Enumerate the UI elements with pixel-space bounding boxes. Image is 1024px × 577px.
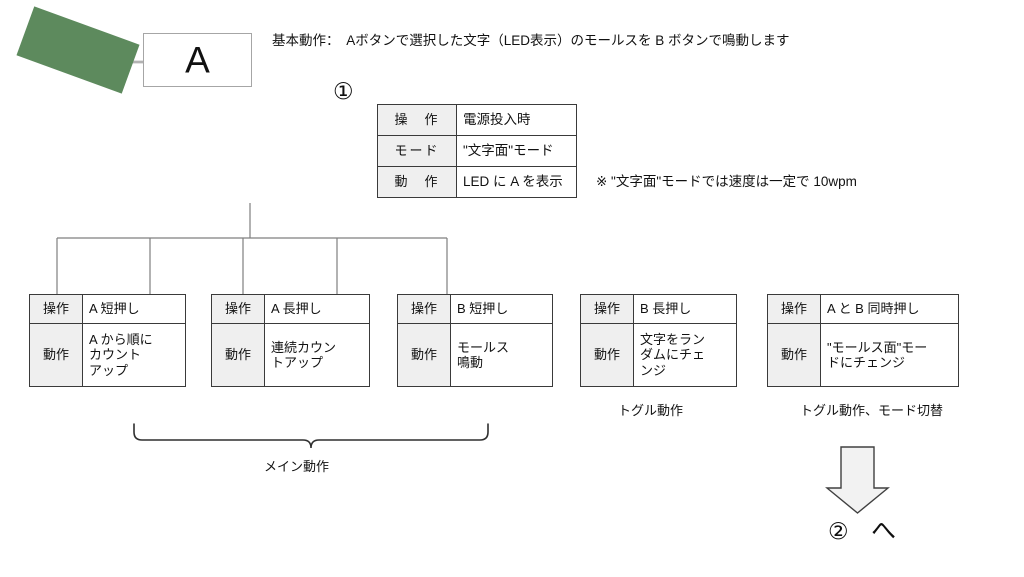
- letter-display-value: A: [185, 39, 210, 81]
- letter-display-box: A: [143, 33, 252, 87]
- step-2-to-label: へ: [871, 517, 897, 545]
- table-row: 操作 A 短押し: [29, 294, 186, 324]
- table-row: 動 作 LED に A を表示: [377, 166, 577, 198]
- branch-0-act-label: 動作: [29, 323, 83, 387]
- table-row: 動作 A から順にカウントアップ: [29, 323, 186, 387]
- branch-0-act-value: A から順にカウントアップ: [82, 323, 186, 387]
- power-on-row-0-label: 操 作: [377, 104, 457, 136]
- table-row: 動作 文字をランダムにチェンジ: [580, 323, 737, 387]
- branch-2-op-label: 操作: [397, 294, 451, 324]
- power-on-row-1-value: "文字面"モード: [456, 135, 577, 167]
- branch-4-op-label: 操作: [767, 294, 821, 324]
- table-row: 操 作 電源投入時: [377, 104, 577, 136]
- branch-0-op-label: 操作: [29, 294, 83, 324]
- branch-1-op-label: 操作: [211, 294, 265, 324]
- table-row: 操作 A と B 同時押し: [767, 294, 959, 324]
- power-on-row-0-value: 電源投入時: [456, 104, 577, 136]
- table-row: 操作 B 短押し: [397, 294, 553, 324]
- green-tag-shape: [16, 6, 140, 94]
- branch-4-act-label: 動作: [767, 323, 821, 387]
- branch-3-act-label: 動作: [580, 323, 634, 387]
- table-row: 動作 モールス鳴動: [397, 323, 553, 387]
- step-2-pointer: ② へ: [828, 511, 896, 547]
- power-on-row-2-label: 動 作: [377, 166, 457, 198]
- mode-speed-note: ※ "文字面"モードでは速度は一定で 10wpm: [596, 174, 857, 189]
- step-1-marker: ①: [333, 78, 354, 104]
- table-row: 動作 "モールス面"モードにチェンジ: [767, 323, 959, 387]
- down-arrow-icon: [825, 446, 890, 514]
- caption-toggle: トグル動作: [618, 403, 684, 418]
- branch-3-act-value: 文字をランダムにチェンジ: [633, 323, 737, 387]
- branch-table-a-long-press: 操作 A 長押し 動作 連続カウントアップ: [211, 294, 370, 387]
- branch-2-op-value: B 短押し: [450, 294, 553, 324]
- branch-2-act-label: 動作: [397, 323, 451, 387]
- branch-table-b-short-press: 操作 B 短押し 動作 モールス鳴動: [397, 294, 553, 387]
- power-on-row-2-value: LED に A を表示: [456, 166, 577, 198]
- table-row: 操作 A 長押し: [211, 294, 370, 324]
- caption-toggle-mode-switch: トグル動作、モード切替: [800, 403, 944, 418]
- basic-operation-text: 基本動作： Aボタンで選択した文字（LED表示）のモールスを B ボタンで鳴動し…: [272, 33, 790, 48]
- main-action-brace: [133, 423, 489, 449]
- caption-main-action: メイン動作: [264, 459, 330, 474]
- branch-2-act-value: モールス鳴動: [450, 323, 553, 387]
- branch-1-op-value: A 長押し: [264, 294, 370, 324]
- branch-1-act-value: 連続カウントアップ: [264, 323, 370, 387]
- table-row: 動作 連続カウントアップ: [211, 323, 370, 387]
- branch-table-a-b-simultaneous: 操作 A と B 同時押し 動作 "モールス面"モードにチェンジ: [767, 294, 959, 387]
- tag-graphic: A: [0, 0, 270, 110]
- branch-4-act-value: "モールス面"モードにチェンジ: [820, 323, 959, 387]
- table-row: モード "文字面"モード: [377, 135, 577, 167]
- step-2-marker: ②: [828, 518, 849, 544]
- branch-table-a-short-press: 操作 A 短押し 動作 A から順にカウントアップ: [29, 294, 186, 387]
- branch-3-op-label: 操作: [580, 294, 634, 324]
- branch-3-op-value: B 長押し: [633, 294, 737, 324]
- power-on-row-1-label: モード: [377, 135, 457, 167]
- branch-table-b-long-press: 操作 B 長押し 動作 文字をランダムにチェンジ: [580, 294, 737, 387]
- branch-4-op-value: A と B 同時押し: [820, 294, 959, 324]
- branch-0-op-value: A 短押し: [82, 294, 186, 324]
- power-on-state-table: 操 作 電源投入時 モード "文字面"モード 動 作 LED に A を表示: [377, 104, 577, 198]
- table-row: 操作 B 長押し: [580, 294, 737, 324]
- branch-1-act-label: 動作: [211, 323, 265, 387]
